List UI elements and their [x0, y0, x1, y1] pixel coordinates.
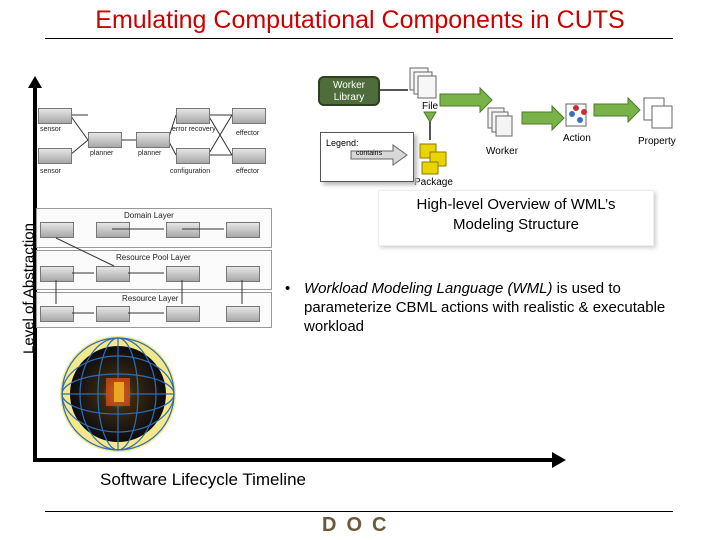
bullet-marker: •: [285, 280, 291, 297]
legend-title: Legend:: [326, 138, 359, 148]
component-label: planner: [90, 150, 114, 157]
component-box-planner-1: [88, 132, 122, 148]
wml-diagram-graphics: [380, 67, 673, 175]
component-box-planner-2: [136, 132, 170, 148]
legend-contains-label: contains: [356, 150, 383, 157]
component-label: effector: [236, 130, 260, 137]
layer-box: [40, 266, 74, 282]
page-title: Emulating Computational Components in CU…: [95, 6, 625, 34]
caption-line-2: Modeling Structure: [453, 216, 579, 233]
layer-box: [96, 306, 130, 322]
footer-rule: [45, 511, 673, 512]
component-label: planner: [138, 150, 162, 157]
globe-image: [60, 336, 176, 452]
component-box-effector-2: [232, 148, 266, 164]
doc-logo-text: DOC: [322, 514, 397, 536]
legend-arrow: [350, 144, 408, 166]
component-box-error-recovery: [176, 108, 210, 124]
component-diagram: sensor planner planner error recovery ef…: [36, 100, 272, 180]
package-label: Package: [414, 177, 453, 188]
x-axis-line: [33, 458, 553, 462]
bullet-body-text: is used to parameterize CBML actions wit…: [304, 280, 666, 335]
component-box-configuration: [176, 148, 210, 164]
layer-label: Resource Layer: [122, 294, 179, 303]
layer-box: [226, 266, 260, 282]
layer-box: [40, 306, 74, 322]
legend-box: [320, 132, 414, 182]
component-label: sensor: [40, 168, 62, 175]
layer-box: [96, 222, 130, 238]
x-axis-label: Software Lifecycle Timeline: [100, 470, 306, 489]
component-box-sensor-2: [38, 148, 72, 164]
worker-label: Worker: [486, 146, 519, 157]
layers-diagram: Domain Layer Resource Pool Layer Resourc…: [36, 208, 272, 328]
component-box-effector-1: [232, 108, 266, 124]
layer-box: [166, 266, 200, 282]
y-axis-arrowhead: [28, 76, 42, 88]
property-label: Property: [638, 136, 676, 147]
bullet-point: • Workload Modeling Language (WML) is us…: [285, 279, 695, 336]
component-label: configuration: [170, 168, 211, 175]
layer-arrows: [55, 228, 243, 314]
component-label: error recovery: [172, 126, 216, 133]
caption-line-1: High-level Overview of WML’s: [416, 196, 616, 213]
component-label: effector: [236, 168, 260, 175]
layer-box: [226, 222, 260, 238]
x-axis-arrowhead: [552, 452, 566, 468]
bullet-italic-text: Workload Modeling Language (WML): [304, 280, 553, 297]
layer-box: [166, 222, 200, 238]
component-box-sensor-1: [38, 108, 72, 124]
title-underline: [45, 38, 673, 39]
y-axis-line: [33, 86, 37, 461]
component-label: sensor: [40, 126, 62, 133]
layer-box: [96, 266, 130, 282]
layer-box: [226, 306, 260, 322]
layer-label: Resource Pool Layer: [116, 253, 191, 262]
doc-logo: DOC: [322, 514, 402, 536]
layer-box: [40, 222, 74, 238]
diagram-caption: High-level Overview of WML’s Modeling St…: [378, 190, 654, 246]
file-label: File: [422, 101, 439, 112]
layer-box: [166, 306, 200, 322]
worker-library-node: Worker Library: [318, 76, 380, 106]
layer-label: Domain Layer: [124, 211, 174, 220]
action-label: Action: [563, 133, 591, 144]
